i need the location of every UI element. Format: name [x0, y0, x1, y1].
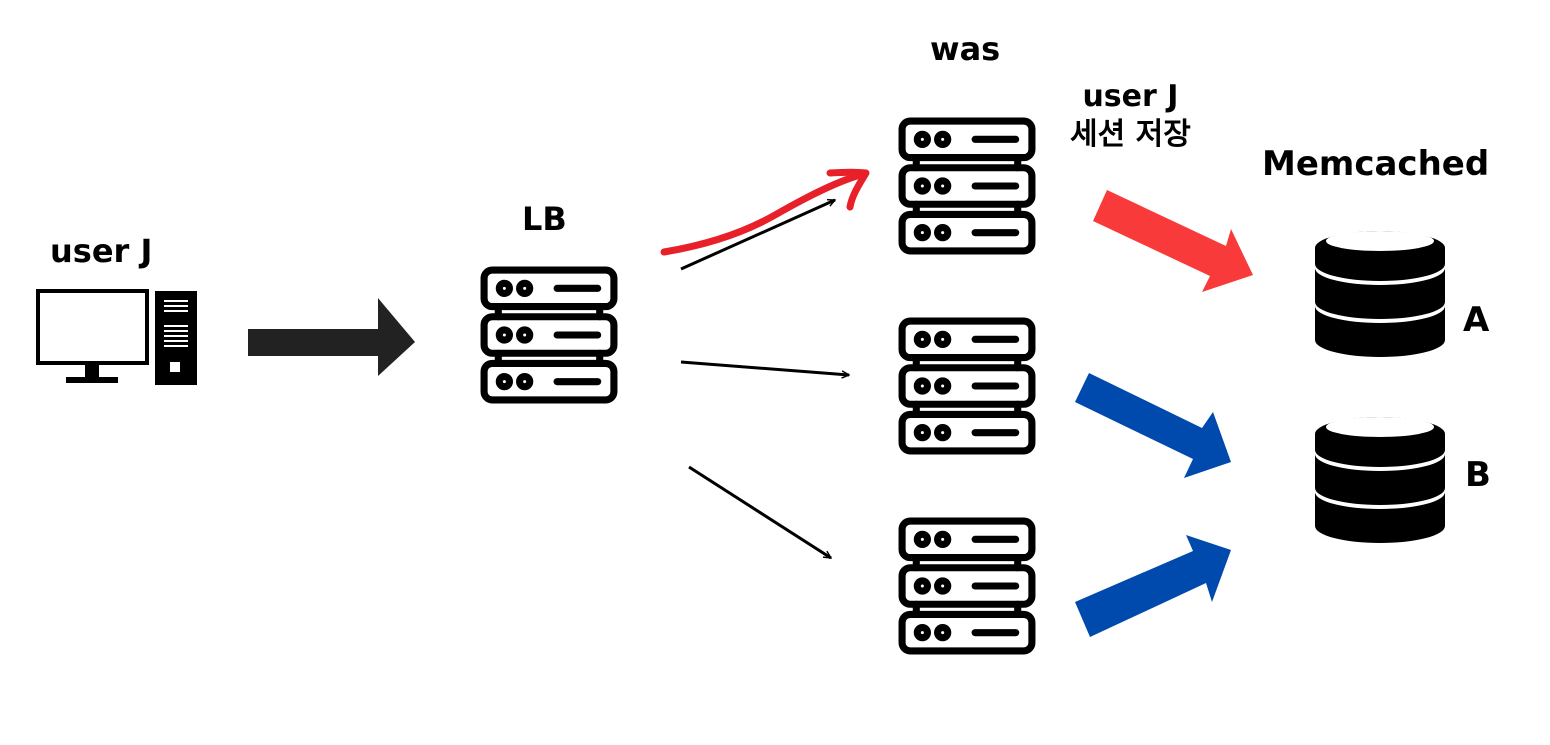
desktop-computer-icon — [36, 289, 197, 385]
memcached-a-label: A — [1463, 300, 1490, 340]
session-store-label-line1: user J — [1082, 79, 1179, 114]
lb-label: LB — [522, 200, 567, 238]
memcached-b-arrow-1 — [1075, 373, 1231, 478]
memcached-b-arrow-2 — [1075, 535, 1231, 637]
was-server-2-icon — [902, 321, 1032, 451]
memcached-a-icon — [1315, 231, 1445, 357]
session-store-label-line2: 세션 저장 — [1070, 117, 1191, 152]
memcached-b-label: B — [1465, 455, 1491, 495]
route-arrow-was-3 — [688, 465, 831, 560]
was-server-1-icon — [902, 121, 1032, 251]
route-arrow-was-1 — [680, 198, 835, 271]
lb-server-icon — [484, 270, 614, 400]
was-label: was — [930, 30, 1001, 68]
session-route-arrow — [660, 168, 870, 256]
request-arrow — [248, 298, 415, 376]
user-label: user J — [50, 232, 153, 270]
memcached-a-arrow — [1093, 190, 1253, 292]
session-store-label: user J 세션 저장 — [1070, 78, 1191, 154]
memcached-label: Memcached — [1262, 144, 1490, 184]
memcached-b-icon — [1315, 417, 1445, 543]
route-arrow-was-2 — [680, 360, 849, 375]
was-server-3-icon — [902, 521, 1032, 651]
